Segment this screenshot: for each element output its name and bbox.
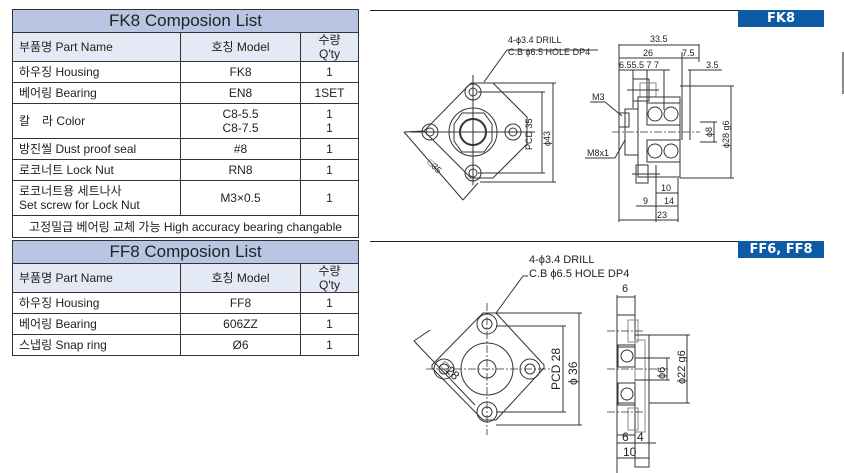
section-divider	[370, 241, 822, 242]
qty: 1 1	[300, 103, 359, 139]
fk8-front-view: 4-ϕ3.4 DRILL C.B ϕ6.5 HOLE DP4 PCD 35 ϕ4…	[403, 35, 598, 201]
ff8-badge: FF6, FF8	[738, 241, 824, 258]
qty-line: 1	[326, 107, 333, 121]
fk8-dim-33-5: 33.5	[650, 34, 668, 44]
ff8-housing-outline	[431, 312, 545, 421]
model: FK8	[180, 61, 301, 83]
ff8-composition-table: FF8 Composion List 부품명 Part Name 호칭 Mode…	[12, 240, 359, 356]
model: #8	[180, 138, 301, 160]
model: Ø6	[180, 334, 301, 356]
ff8-front-view: 4-ϕ3.4 DRILL C.B ϕ6.5 HOLE DP4 PCD 28 ϕ …	[413, 254, 629, 435]
header-model: 호칭 Model	[180, 32, 301, 62]
table-header-row: 부품명 Part Name 호칭 Model 수량 Q'ty	[12, 32, 359, 62]
fk8-callout-drill: 4-ϕ3.4 DRILL	[508, 35, 562, 45]
ff8-side-view: 6 ϕ6 ϕ22 g6 6 4 10	[607, 283, 690, 473]
ff8-drawing: 4-ϕ3.4 DRILL C.B ϕ6.5 HOLE DP4 PCD 28 ϕ …	[413, 254, 690, 473]
model-line: C8-5.5	[222, 107, 259, 121]
table-row: 베어링 Bearing 606ZZ 1	[12, 313, 359, 335]
fk8-dim-10: 10	[661, 183, 671, 193]
fk8-dim-subdivisions: 6.55.5 7 7	[619, 60, 659, 70]
table-row: 방진씰 Dust proof seal #8 1	[12, 138, 359, 160]
fk8-dim-7-5: 7.5	[682, 48, 695, 58]
table-row: 칼 라 Color C8-5.5 C8-7.5 1 1	[12, 103, 359, 139]
part-name: 로코너트용 세트나사 Set screw for Lock Nut	[12, 180, 181, 216]
part-name: 하우징 Housing	[12, 61, 181, 83]
header-model: 호칭 Model	[180, 263, 301, 293]
fk8-dim-fit: ϕ28 g6	[721, 120, 731, 148]
model: FF8	[180, 292, 301, 314]
ff8-callout-hole: C.B ϕ6.5 HOLE DP4	[529, 268, 629, 280]
fk8-badge: FK8	[738, 10, 824, 27]
fk8-drawing: 4-ϕ3.4 DRILL C.B ϕ6.5 HOLE DP4 PCD 35 ϕ4…	[403, 34, 734, 222]
ff8-dim-6-top: 6	[622, 283, 628, 295]
ff8-dim-pcd: PCD 28	[549, 348, 563, 390]
ff8-dim-shaft: ϕ6	[656, 367, 668, 379]
part-name: 하우징 Housing	[12, 292, 181, 314]
ff8-callout-drill: 4-ϕ3.4 DRILL	[529, 254, 594, 266]
fk8-dim-3-5: 3.5	[706, 60, 719, 70]
table-row: 베어링 Bearing EN8 1SET	[12, 82, 359, 104]
section-divider	[370, 10, 822, 11]
qty: 1	[300, 334, 359, 356]
table-row: 로코너트 Lock Nut RN8 1	[12, 159, 359, 181]
model-line: C8-7.5	[222, 121, 259, 135]
ff8-dim-10: 10	[623, 445, 637, 459]
model: M3×0.5	[180, 180, 301, 216]
part-line: Set screw for Lock Nut	[19, 198, 140, 212]
part-name: 칼 라 Color	[12, 103, 181, 139]
fk8-side-view: 33.5 26 7.5 6.55.5 7 7 3.5 M3 M8x1 ϕ8 ϕ2…	[585, 34, 734, 222]
fk8-dim-14: 14	[664, 196, 674, 206]
fk8-dim-outer-dia: ϕ43	[542, 131, 552, 146]
part-line: 로코너트용 세트나사	[19, 184, 122, 198]
fk8-dim-26: 26	[643, 48, 653, 58]
ff8-dim-outer-dia: ϕ 36	[566, 361, 580, 385]
table-row: 로코너트용 세트나사 Set screw for Lock Nut M3×0.5…	[12, 180, 359, 216]
fk8-dim-23: 23	[657, 210, 667, 220]
ff8-dim-6: 6	[622, 430, 629, 444]
page-edge-marker	[842, 52, 844, 94]
header-qty: 수량 Q'ty	[300, 263, 359, 293]
qty: 1	[300, 180, 359, 216]
model: C8-5.5 C8-7.5	[180, 103, 301, 139]
fk8-dim-9: 9	[643, 196, 648, 206]
table-header-row: 부품명 Part Name 호칭 Model 수량 Q'ty	[12, 263, 359, 293]
fk8-callout-hole: C.B ϕ6.5 HOLE DP4	[508, 47, 590, 57]
table-row: 하우징 Housing FF8 1	[12, 292, 359, 314]
table-note: 고정밀급 베어링 교체 가능 High accuracy bearing cha…	[12, 215, 359, 238]
fk8-label-m8: M8x1	[587, 148, 609, 158]
part-name: 베어링 Bearing	[12, 82, 181, 104]
ff8-dim-4: 4	[637, 430, 644, 444]
ff8-dim-fit: ϕ22 g6	[676, 350, 688, 384]
qty-line: 1	[326, 121, 333, 135]
fk8-dim-pcd: PCD 35	[524, 118, 534, 150]
part-name: 스냅링 Snap ring	[12, 334, 181, 356]
header-qty: 수량 Q'ty	[300, 32, 359, 62]
table-row: 하우징 Housing FK8 1	[12, 61, 359, 83]
fk8-square-dim-line	[403, 131, 464, 201]
fk8-table-title: FK8 Composion List	[12, 9, 359, 33]
fk8-housing-outline	[423, 82, 528, 179]
fk8-composition-table: FK8 Composion List 부품명 Part Name 호칭 Mode…	[12, 9, 359, 238]
fk8-label-m3: M3	[592, 92, 605, 102]
header-part-name: 부품명 Part Name	[12, 263, 181, 293]
model: RN8	[180, 159, 301, 181]
table-row: 스냅링 Snap ring Ø6 1	[12, 334, 359, 356]
fk8-dim-shaft: ϕ8	[704, 127, 714, 137]
